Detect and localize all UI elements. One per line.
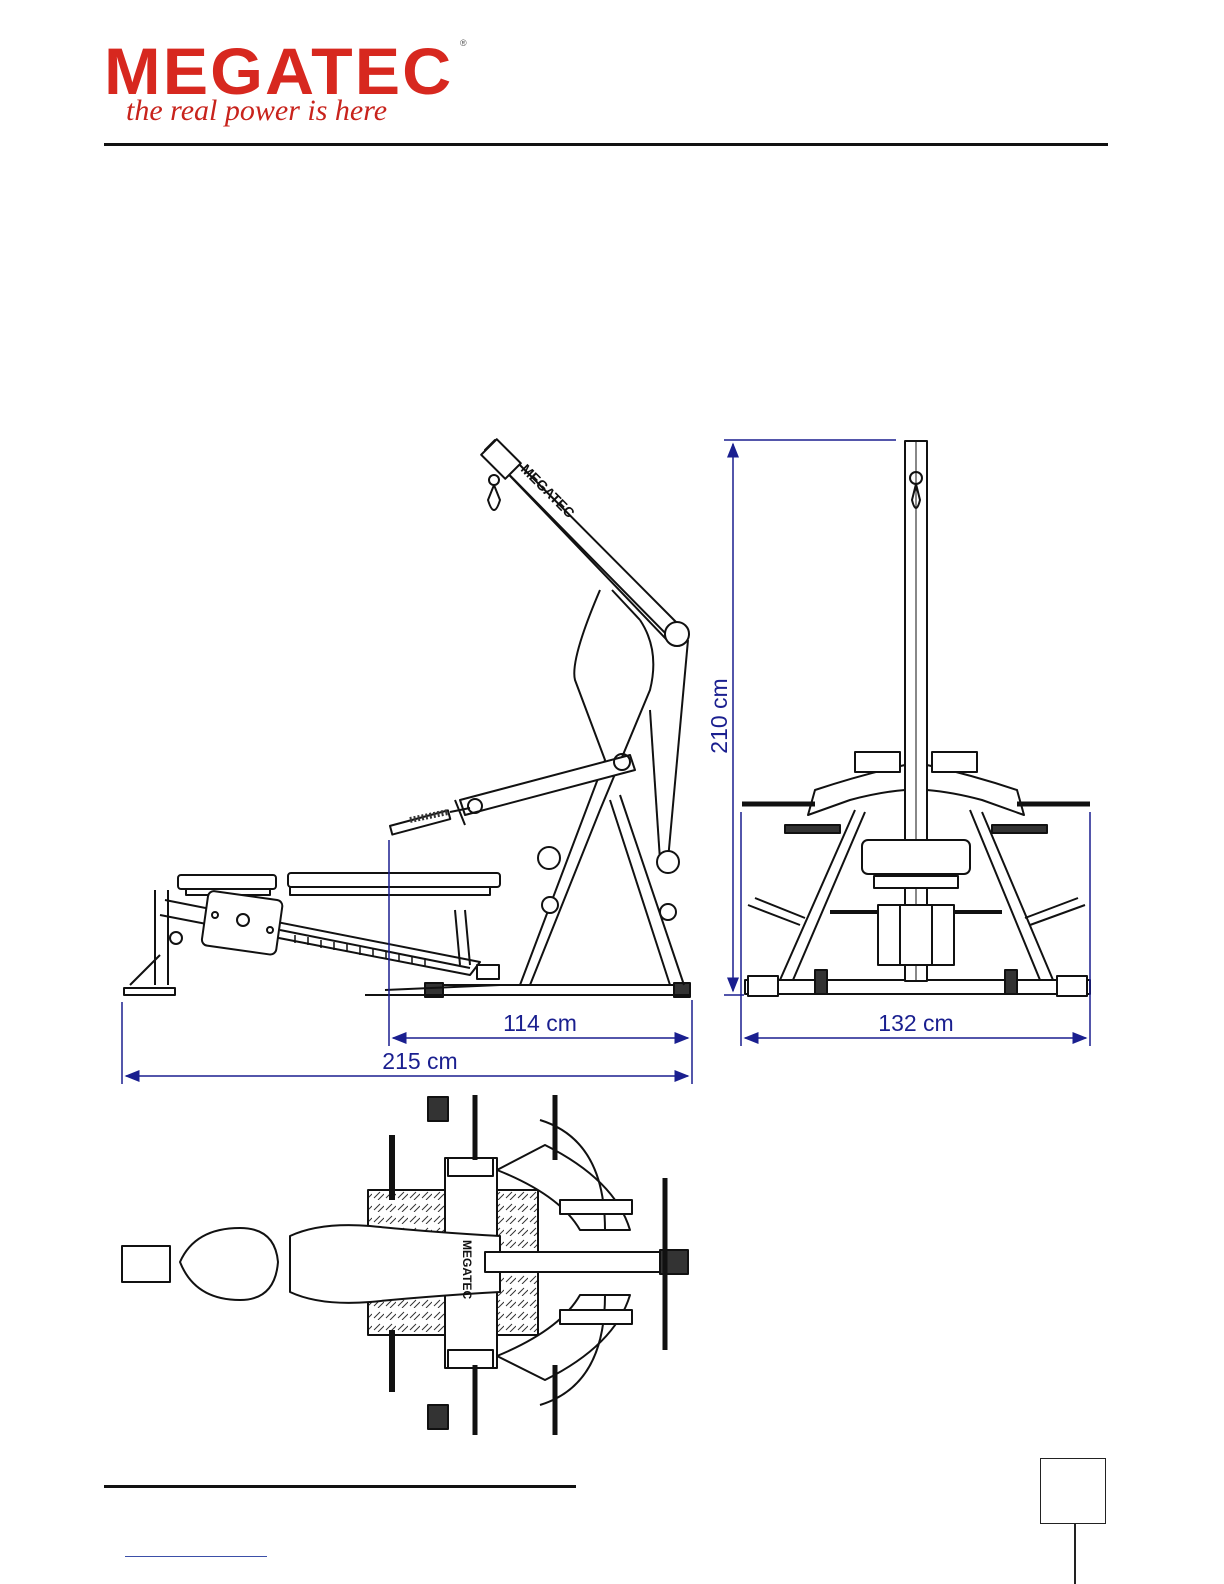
dimension-press-length: 114 cm [503,1010,577,1036]
dimension-height: 210 cm [706,678,732,753]
page-box-tail [1074,1523,1076,1584]
dimension-total-length: 215 cm [382,1048,457,1074]
top-view-decal: MEGATEC [460,1240,474,1299]
side-view: MEGATEC [124,439,690,997]
front-view [742,441,1090,996]
footer-rule [104,1485,576,1488]
footer-link-underline [125,1556,267,1557]
page-number-box [1040,1458,1106,1524]
top-view: MEGATEC [122,1095,688,1435]
dimension-width: 132 cm [878,1010,953,1036]
